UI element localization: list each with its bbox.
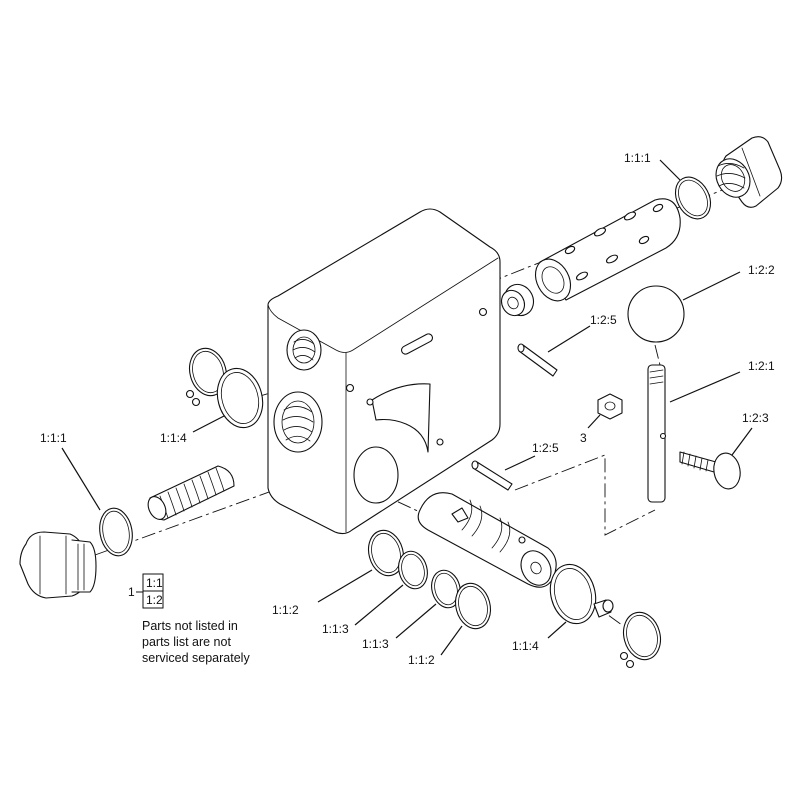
- callout-1-1-3-b: 1:1:3: [362, 637, 389, 651]
- small-fitting: [593, 599, 614, 618]
- callout-1-1-4-right: 1:1:4: [512, 639, 539, 653]
- bottom-rings: [367, 529, 492, 630]
- hex-plug-left: [19, 531, 97, 599]
- note-line-1: Parts not listed in: [142, 619, 238, 633]
- backup-ring-left: [216, 367, 264, 429]
- top-spool: [534, 198, 681, 302]
- callout-1-1-1-top: 1:1:1: [624, 151, 651, 165]
- valve-body: [267, 208, 501, 535]
- callout-1-2-3: 1:2:3: [742, 411, 769, 425]
- callout-1-2-5-top: 1:2:5: [590, 313, 617, 327]
- note-line-3: serviced separately: [142, 651, 250, 665]
- ball: [627, 285, 685, 343]
- o-ring-left: [99, 507, 133, 557]
- hex-nut: [597, 393, 623, 420]
- callout-1-1-3-a: 1:1:3: [322, 622, 349, 636]
- knob-screw: [679, 451, 741, 490]
- callout-1-2-1: 1:2:1: [748, 359, 775, 373]
- callout-1-2-5-mid: 1:2:5: [532, 441, 559, 455]
- leader-lines: [61, 159, 753, 656]
- hex-plug-top: [715, 136, 783, 208]
- note-line-2: parts list are not: [142, 635, 231, 649]
- snap-ring-right: [619, 611, 662, 669]
- dowel-pin-upper: [517, 343, 558, 377]
- callout-1-2-2: 1:2:2: [748, 263, 775, 277]
- callout-1-1-4-left: 1:1:4: [160, 431, 187, 445]
- bushing: [500, 283, 535, 317]
- callout-labels: 1:1:1 1:2:2 1:2:5 1:2:1 1:2:3 3 1:2:5 1:…: [40, 151, 775, 667]
- legend-child-a: 1:1: [146, 576, 163, 590]
- snap-ring-left: [185, 347, 228, 407]
- callout-3: 3: [580, 431, 587, 445]
- backup-ring-right: [549, 563, 597, 625]
- callout-1-1-2-bottom: 1:1:2: [408, 653, 435, 667]
- dowel-pin-lower: [471, 460, 513, 491]
- legend-root: 1: [128, 585, 135, 599]
- legend-child-b: 1:2: [146, 593, 163, 607]
- spring: [147, 465, 235, 521]
- pin: [647, 364, 667, 503]
- callout-1-1-1-left: 1:1:1: [40, 431, 67, 445]
- callout-1-1-2-left: 1:1:2: [272, 603, 299, 617]
- assembly-legend: 1 1:1 1:2: [128, 573, 164, 609]
- service-note: Parts not listed in parts list are not s…: [142, 619, 250, 665]
- lower-spool: [417, 492, 557, 588]
